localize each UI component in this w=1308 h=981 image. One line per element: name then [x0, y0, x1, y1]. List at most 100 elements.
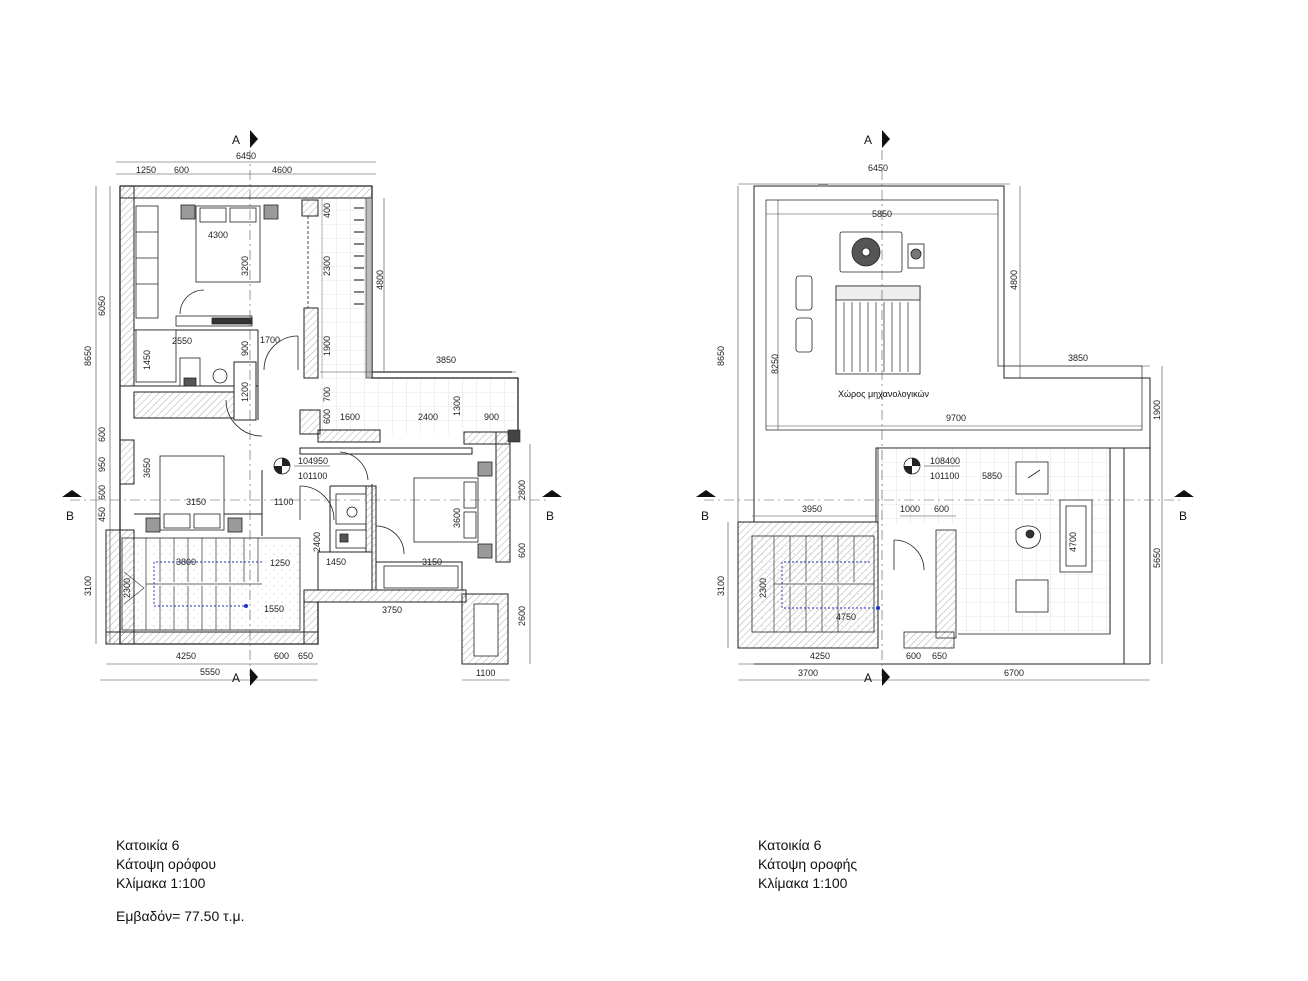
dim-label: 2300	[122, 578, 132, 598]
level-lower: 101100	[930, 471, 959, 481]
dim-label: 6050	[97, 296, 107, 316]
tank-icon-2	[795, 317, 813, 353]
dim-label: 5850	[872, 209, 892, 219]
dim-label: 3950	[802, 504, 822, 514]
dim-label: 600	[517, 543, 527, 558]
roof-plan	[727, 183, 1163, 681]
dim-label: 5650	[1152, 548, 1162, 568]
caption-drawing-title: Κάτοψη ορόφου	[116, 856, 217, 872]
dim-label: 3750	[382, 605, 402, 615]
dim-label: 900	[240, 341, 250, 356]
dim-label: 1100	[476, 668, 495, 678]
level-upper: 108400	[930, 456, 960, 466]
dim-label: 3600	[452, 508, 462, 528]
dim-label: 2550	[172, 336, 192, 346]
dim-label: 650	[298, 651, 313, 661]
caption-project: Κατοικία 6	[116, 837, 180, 853]
dim-label: 3100	[716, 576, 726, 596]
dim-label: 600	[174, 165, 189, 175]
dim-label: 600	[322, 409, 332, 424]
caption-area: Εμβαδόν= 77.50 τ.μ.	[116, 908, 245, 924]
dim-label: 4300	[208, 230, 228, 240]
roof-level-marker	[903, 457, 960, 475]
dim-label: 3850	[436, 355, 456, 365]
dim-label: 1450	[326, 557, 346, 567]
dim-label: 1700	[260, 335, 280, 345]
dim-label: 600	[274, 651, 289, 661]
dim-label: 3650	[142, 458, 152, 478]
dim-label: 1450	[142, 350, 152, 370]
dim-label: 8650	[716, 346, 726, 366]
section-mark-a-bottom-right: A	[864, 671, 872, 685]
dim-label: 4800	[375, 270, 385, 290]
dim-label: 400	[322, 203, 332, 218]
caption-scale: Κλίμακα 1:100	[758, 875, 848, 891]
dim-label: 3150	[186, 497, 206, 507]
section-mark-b-right-right: B	[1179, 509, 1187, 523]
dim-label: 2800	[517, 480, 527, 500]
dim-label: 600	[934, 504, 949, 514]
section-mark-b-left-left: B	[66, 509, 74, 523]
tank-icon	[795, 275, 813, 311]
dim-label: 3100	[83, 576, 93, 596]
dim-label: 8650	[83, 346, 93, 366]
floor-level-marker	[273, 457, 330, 475]
dim-label: 4250	[810, 651, 830, 661]
dim-label: 700	[322, 387, 332, 402]
section-mark-a-top-left: A	[232, 133, 240, 147]
mechanical-room-label: Χώρος μηχανολογικών	[838, 389, 929, 399]
dim-label: 1100	[274, 497, 293, 507]
roof-terrace-furniture	[1015, 461, 1093, 613]
level-lower: 101100	[298, 471, 327, 481]
dim-label: 9700	[946, 413, 966, 423]
dim-label: 3150	[422, 557, 442, 567]
dim-label: 5550	[200, 667, 220, 677]
floor-stairs	[121, 537, 301, 631]
dim-label: 2400	[312, 532, 322, 552]
level-upper: 104950	[298, 456, 328, 466]
washbasin-icon	[212, 368, 228, 384]
dim-label: 1200	[240, 382, 250, 402]
dim-label: 1250	[136, 165, 156, 175]
dim-label: 2600	[517, 606, 527, 626]
dim-label: 1900	[322, 336, 332, 356]
dim-label: 2300	[322, 256, 332, 276]
dim-label: 1900	[1152, 400, 1162, 420]
dim-label: 600	[906, 651, 921, 661]
dim-label: 4800	[1009, 270, 1019, 290]
section-arrows	[62, 130, 1194, 686]
floor-doors	[179, 289, 405, 555]
dim-label: 8250	[770, 354, 780, 374]
dim-label: 900	[484, 412, 499, 422]
dim-label: 650	[932, 651, 947, 661]
dim-label: 1000	[900, 504, 920, 514]
roof-dim-lines	[727, 183, 1163, 681]
roof-equipment	[795, 231, 925, 375]
section-mark-a-top-right: A	[864, 133, 872, 147]
dim-label: 1300	[452, 396, 462, 416]
dim-label: 6450	[868, 163, 888, 173]
floor-furniture	[135, 198, 493, 589]
dim-label: 4600	[272, 165, 292, 175]
dim-label: 1600	[340, 412, 360, 422]
floor-partitions	[133, 329, 473, 591]
dim-label: 4250	[176, 651, 196, 661]
dim-label: 2300	[758, 578, 768, 598]
caption-project: Κατοικία 6	[758, 837, 822, 853]
caption-roof-plan: Κατοικία 6 Κάτοψη οροφής Κλίμακα 1:100	[758, 836, 857, 893]
floor-plan	[95, 161, 531, 681]
dim-label: 950	[97, 457, 107, 472]
caption-scale: Κλίμακα 1:100	[116, 875, 206, 891]
floor-outer-walls	[105, 185, 521, 665]
dim-label: 600	[97, 485, 107, 500]
dim-label: 3850	[1068, 353, 1088, 363]
dim-label: 3800	[176, 557, 196, 567]
dim-label: 6700	[1004, 668, 1024, 678]
dim-label: 3700	[798, 668, 818, 678]
dim-label: 3200	[240, 256, 250, 276]
solar-panel-icon	[835, 285, 921, 375]
dim-label: 2400	[418, 412, 438, 422]
floor-dim-lines	[95, 161, 531, 681]
dim-label: 4700	[1068, 532, 1078, 552]
